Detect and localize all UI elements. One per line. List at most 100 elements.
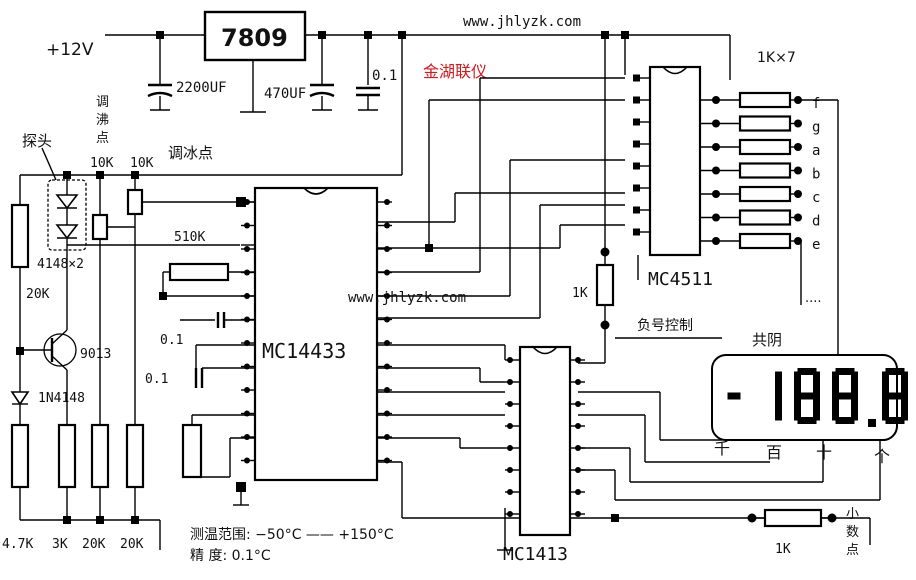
- resistor-array-label: 1K×7: [757, 50, 796, 66]
- digit-segment: [901, 396, 908, 421]
- mc1413-left-pins: [505, 357, 520, 517]
- digit-segment: [882, 396, 889, 421]
- pin: [794, 237, 802, 245]
- digit-segment: [885, 392, 905, 400]
- decimal-point: [868, 419, 876, 427]
- pin: [633, 140, 640, 148]
- segment-label: e: [812, 237, 820, 253]
- segment-label: f: [812, 96, 820, 112]
- svg-text:MC14433: MC14433: [262, 339, 346, 363]
- digit-segment: [797, 392, 817, 400]
- mc1413-output-routing: [578, 325, 881, 545]
- pin: [507, 445, 513, 451]
- digit-segment: [813, 396, 820, 421]
- pin: [244, 222, 250, 229]
- svg-text:沸: 沸: [96, 113, 109, 128]
- segment-resistor: [738, 232, 792, 250]
- pin: [244, 434, 250, 440]
- chip-mc4511: MC4511: [637, 65, 713, 290]
- pin: [244, 246, 250, 252]
- pin: [712, 166, 720, 175]
- mc14433-right-routing: [377, 77, 870, 519]
- pin: [575, 401, 581, 407]
- pin: [575, 423, 581, 429]
- pin: [712, 190, 720, 198]
- svg-text:1N4148: 1N4148: [38, 391, 85, 406]
- pin: [633, 74, 640, 82]
- regulator-7809: 7809: [203, 10, 307, 113]
- svg-text:百: 百: [766, 443, 782, 462]
- svg-text:470UF: 470UF: [264, 86, 306, 102]
- resistor-1k-bottom: 1K: [747, 508, 837, 557]
- segment-label: a: [812, 143, 820, 159]
- mc14433-left-pins: [241, 199, 255, 464]
- digit-segment: [775, 371, 782, 396]
- svg-text:十: 十: [816, 443, 832, 462]
- pin: [244, 387, 250, 393]
- pin: [633, 118, 640, 126]
- pin: [575, 357, 581, 363]
- pin: [794, 119, 802, 128]
- capacitor-0.1-top: 0.1: [356, 68, 397, 111]
- segment-resistor: [738, 91, 792, 109]
- digit-segment: [851, 371, 858, 396]
- digit-segment: [794, 396, 801, 421]
- segment-resistor: [738, 115, 792, 132]
- digit-segment: [727, 392, 741, 400]
- svg-text:9013: 9013: [80, 347, 111, 362]
- svg-text:1K: 1K: [572, 286, 588, 301]
- digit-segment: [813, 371, 820, 396]
- pin: [507, 379, 513, 385]
- pin: [384, 246, 390, 252]
- pin: [244, 457, 250, 464]
- svg-text:0.1: 0.1: [372, 68, 397, 84]
- svg-text:MC4511: MC4511: [648, 269, 713, 290]
- pin: [794, 143, 802, 151]
- svg-text:0.1: 0.1: [145, 372, 168, 387]
- digit-segment: [775, 396, 782, 421]
- supply-label: +12V: [46, 40, 94, 60]
- svg-text:4.7K: 4.7K: [2, 537, 33, 552]
- pin: [575, 489, 581, 495]
- digit-segment: [797, 417, 817, 424]
- digit-segment: [885, 368, 905, 375]
- resistor-1k-mid: 1K: [572, 247, 615, 330]
- sensor-section: 1N4148 20K 探头 4148×2 9013 调 沸 点 10K: [2, 95, 402, 552]
- pin: [575, 511, 581, 517]
- pin: [712, 143, 720, 151]
- svg-text:1K: 1K: [775, 542, 791, 557]
- svg-text:探头: 探头: [22, 132, 52, 150]
- chip-mc14433: MC14433: [253, 186, 379, 482]
- svg-text:3K: 3K: [52, 537, 68, 552]
- digit-segment: [835, 368, 855, 375]
- pin: [794, 96, 802, 104]
- pin: [507, 511, 513, 517]
- mc14433-right-pins: [377, 199, 392, 464]
- mc4511-left-pins: [633, 74, 650, 236]
- svg-text:点: 点: [96, 131, 109, 146]
- power-rail: [105, 31, 731, 250]
- pin: [712, 119, 720, 128]
- svg-text:千: 千: [714, 439, 730, 458]
- display-digits: [727, 368, 908, 427]
- range-spec: 测温范围: −50°C —— +150°C: [190, 526, 394, 543]
- svg-text:20K: 20K: [82, 537, 106, 552]
- digit-segment: [835, 417, 855, 424]
- pin: [575, 379, 581, 385]
- svg-text:负号控制: 负号控制: [637, 318, 693, 334]
- svg-text:2200UF: 2200UF: [176, 80, 227, 96]
- pin: [507, 357, 513, 363]
- brand-label: 金湖联仪: [423, 62, 487, 81]
- pin: [633, 228, 640, 236]
- pin: [794, 213, 802, 222]
- pin: [794, 190, 802, 198]
- svg-text:0.1: 0.1: [160, 333, 183, 348]
- mc1413-right-pins: [570, 357, 585, 517]
- watermark-url-top: www.jhlyzk.com: [463, 14, 581, 30]
- digit-segment: [832, 396, 839, 421]
- pin: [384, 222, 390, 229]
- pin: [712, 237, 720, 245]
